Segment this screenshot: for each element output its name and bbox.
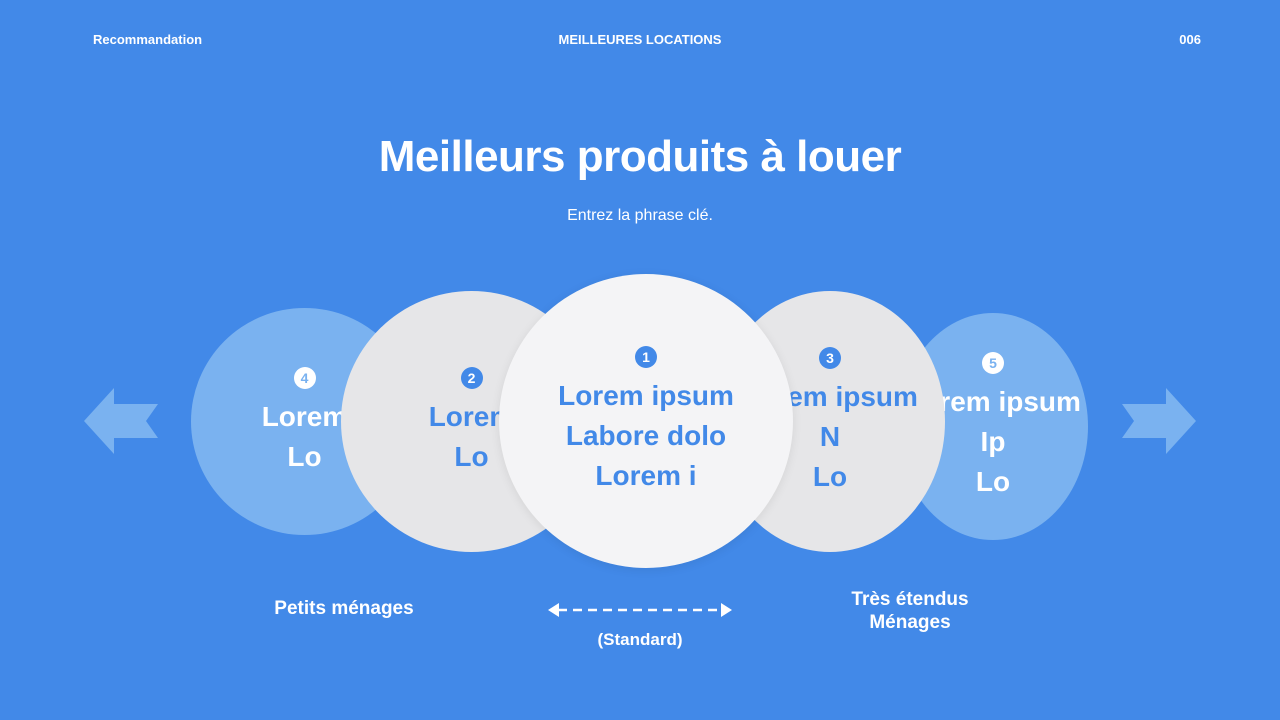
- rank-badge: 1: [635, 346, 657, 368]
- arrow-left-icon: [84, 388, 158, 454]
- rank-badge: 3: [819, 346, 841, 369]
- page-subtitle: Entrez la phrase clé.: [567, 207, 713, 224]
- circle-text-line: Lorem: [261, 400, 348, 432]
- circle-text-line: Lo: [975, 465, 1011, 497]
- circle-text-line: Ip: [980, 425, 1006, 457]
- circle-text-line: Lo: [454, 440, 489, 472]
- header-topic: MEILLEURES LOCATIONS: [558, 32, 722, 47]
- label-standard: (Standard): [597, 630, 683, 649]
- arrow-right-icon: [1122, 388, 1196, 454]
- circle-text-line: Lo: [287, 440, 322, 472]
- rank-badge: 5: [982, 351, 1004, 374]
- rank-badge: 4: [293, 366, 316, 389]
- circle-text-line: N: [819, 420, 841, 452]
- double-arrow-icon: [548, 603, 732, 617]
- page-number: 006: [1179, 32, 1201, 47]
- header-section-label: Recommandation: [93, 32, 203, 47]
- circle-text-line: Lo: [812, 460, 848, 492]
- circle-text-line: Lorem ipsum: [558, 380, 734, 411]
- page-title: Meilleurs produits à louer: [378, 132, 902, 181]
- circle-text-line: Labore dolo: [565, 420, 727, 451]
- circle-text-line: Lorem i: [595, 460, 697, 491]
- label-large-households-line1: Très étendus: [851, 589, 969, 610]
- label-large-households: Très étendus Ménages: [800, 588, 1020, 634]
- circle-rank-1: 1 Lorem ipsum Labore dolo Lorem i: [499, 274, 793, 568]
- label-small-households: Petits ménages: [274, 598, 414, 619]
- label-large-households-line2: Ménages: [869, 612, 951, 633]
- rank-badge: 2: [460, 366, 483, 389]
